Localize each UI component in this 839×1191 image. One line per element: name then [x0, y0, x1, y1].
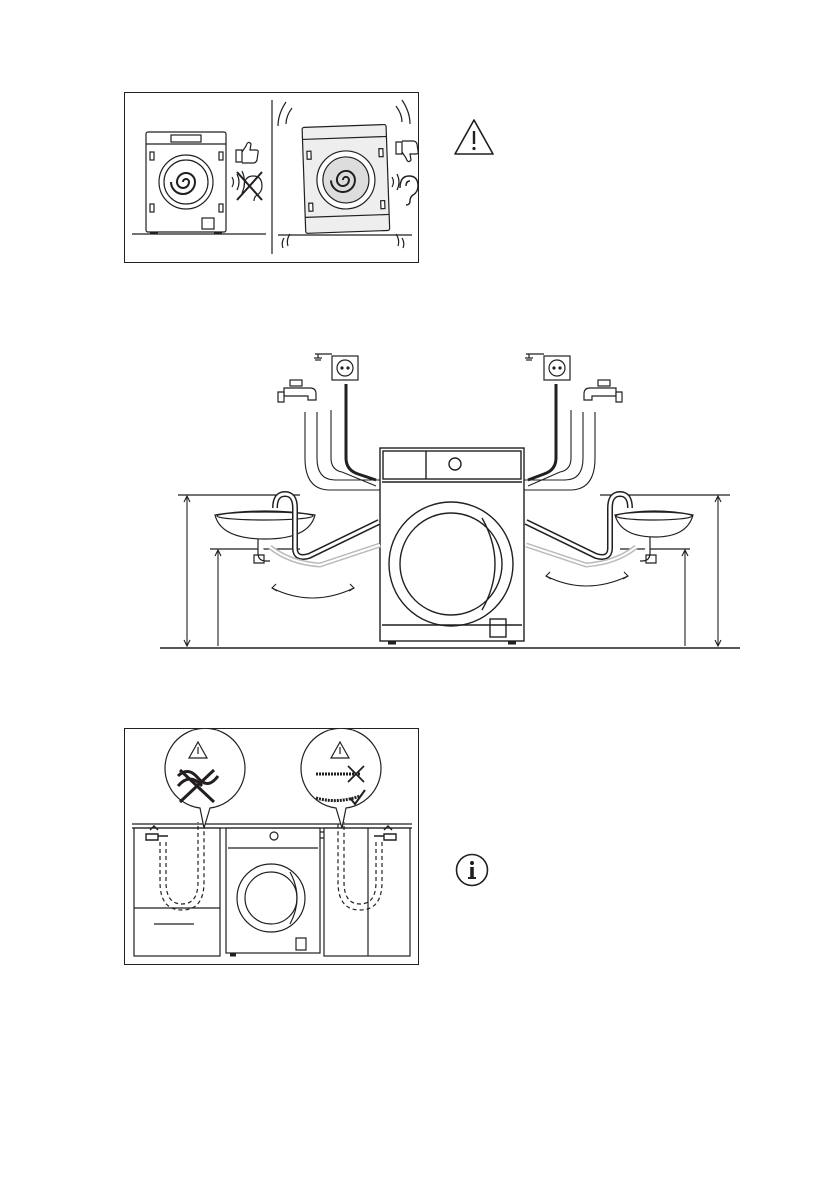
- drain-hose-left: [270, 494, 380, 598]
- info-icon: [455, 853, 489, 887]
- power-socket-right: [525, 354, 570, 380]
- levelling-illustration: [124, 92, 419, 263]
- power-cable-right: [528, 384, 556, 480]
- power-cable-left: [346, 384, 376, 480]
- connections-illustration: [160, 340, 740, 652]
- tap-right: [584, 380, 622, 402]
- hose-routing-illustration: [124, 728, 419, 965]
- washing-machine-front: [380, 448, 524, 643]
- warning-triangle-icon: [452, 117, 496, 157]
- drain-hose-right: [526, 494, 636, 586]
- power-socket-left: [314, 354, 358, 380]
- tap-left: [278, 380, 316, 402]
